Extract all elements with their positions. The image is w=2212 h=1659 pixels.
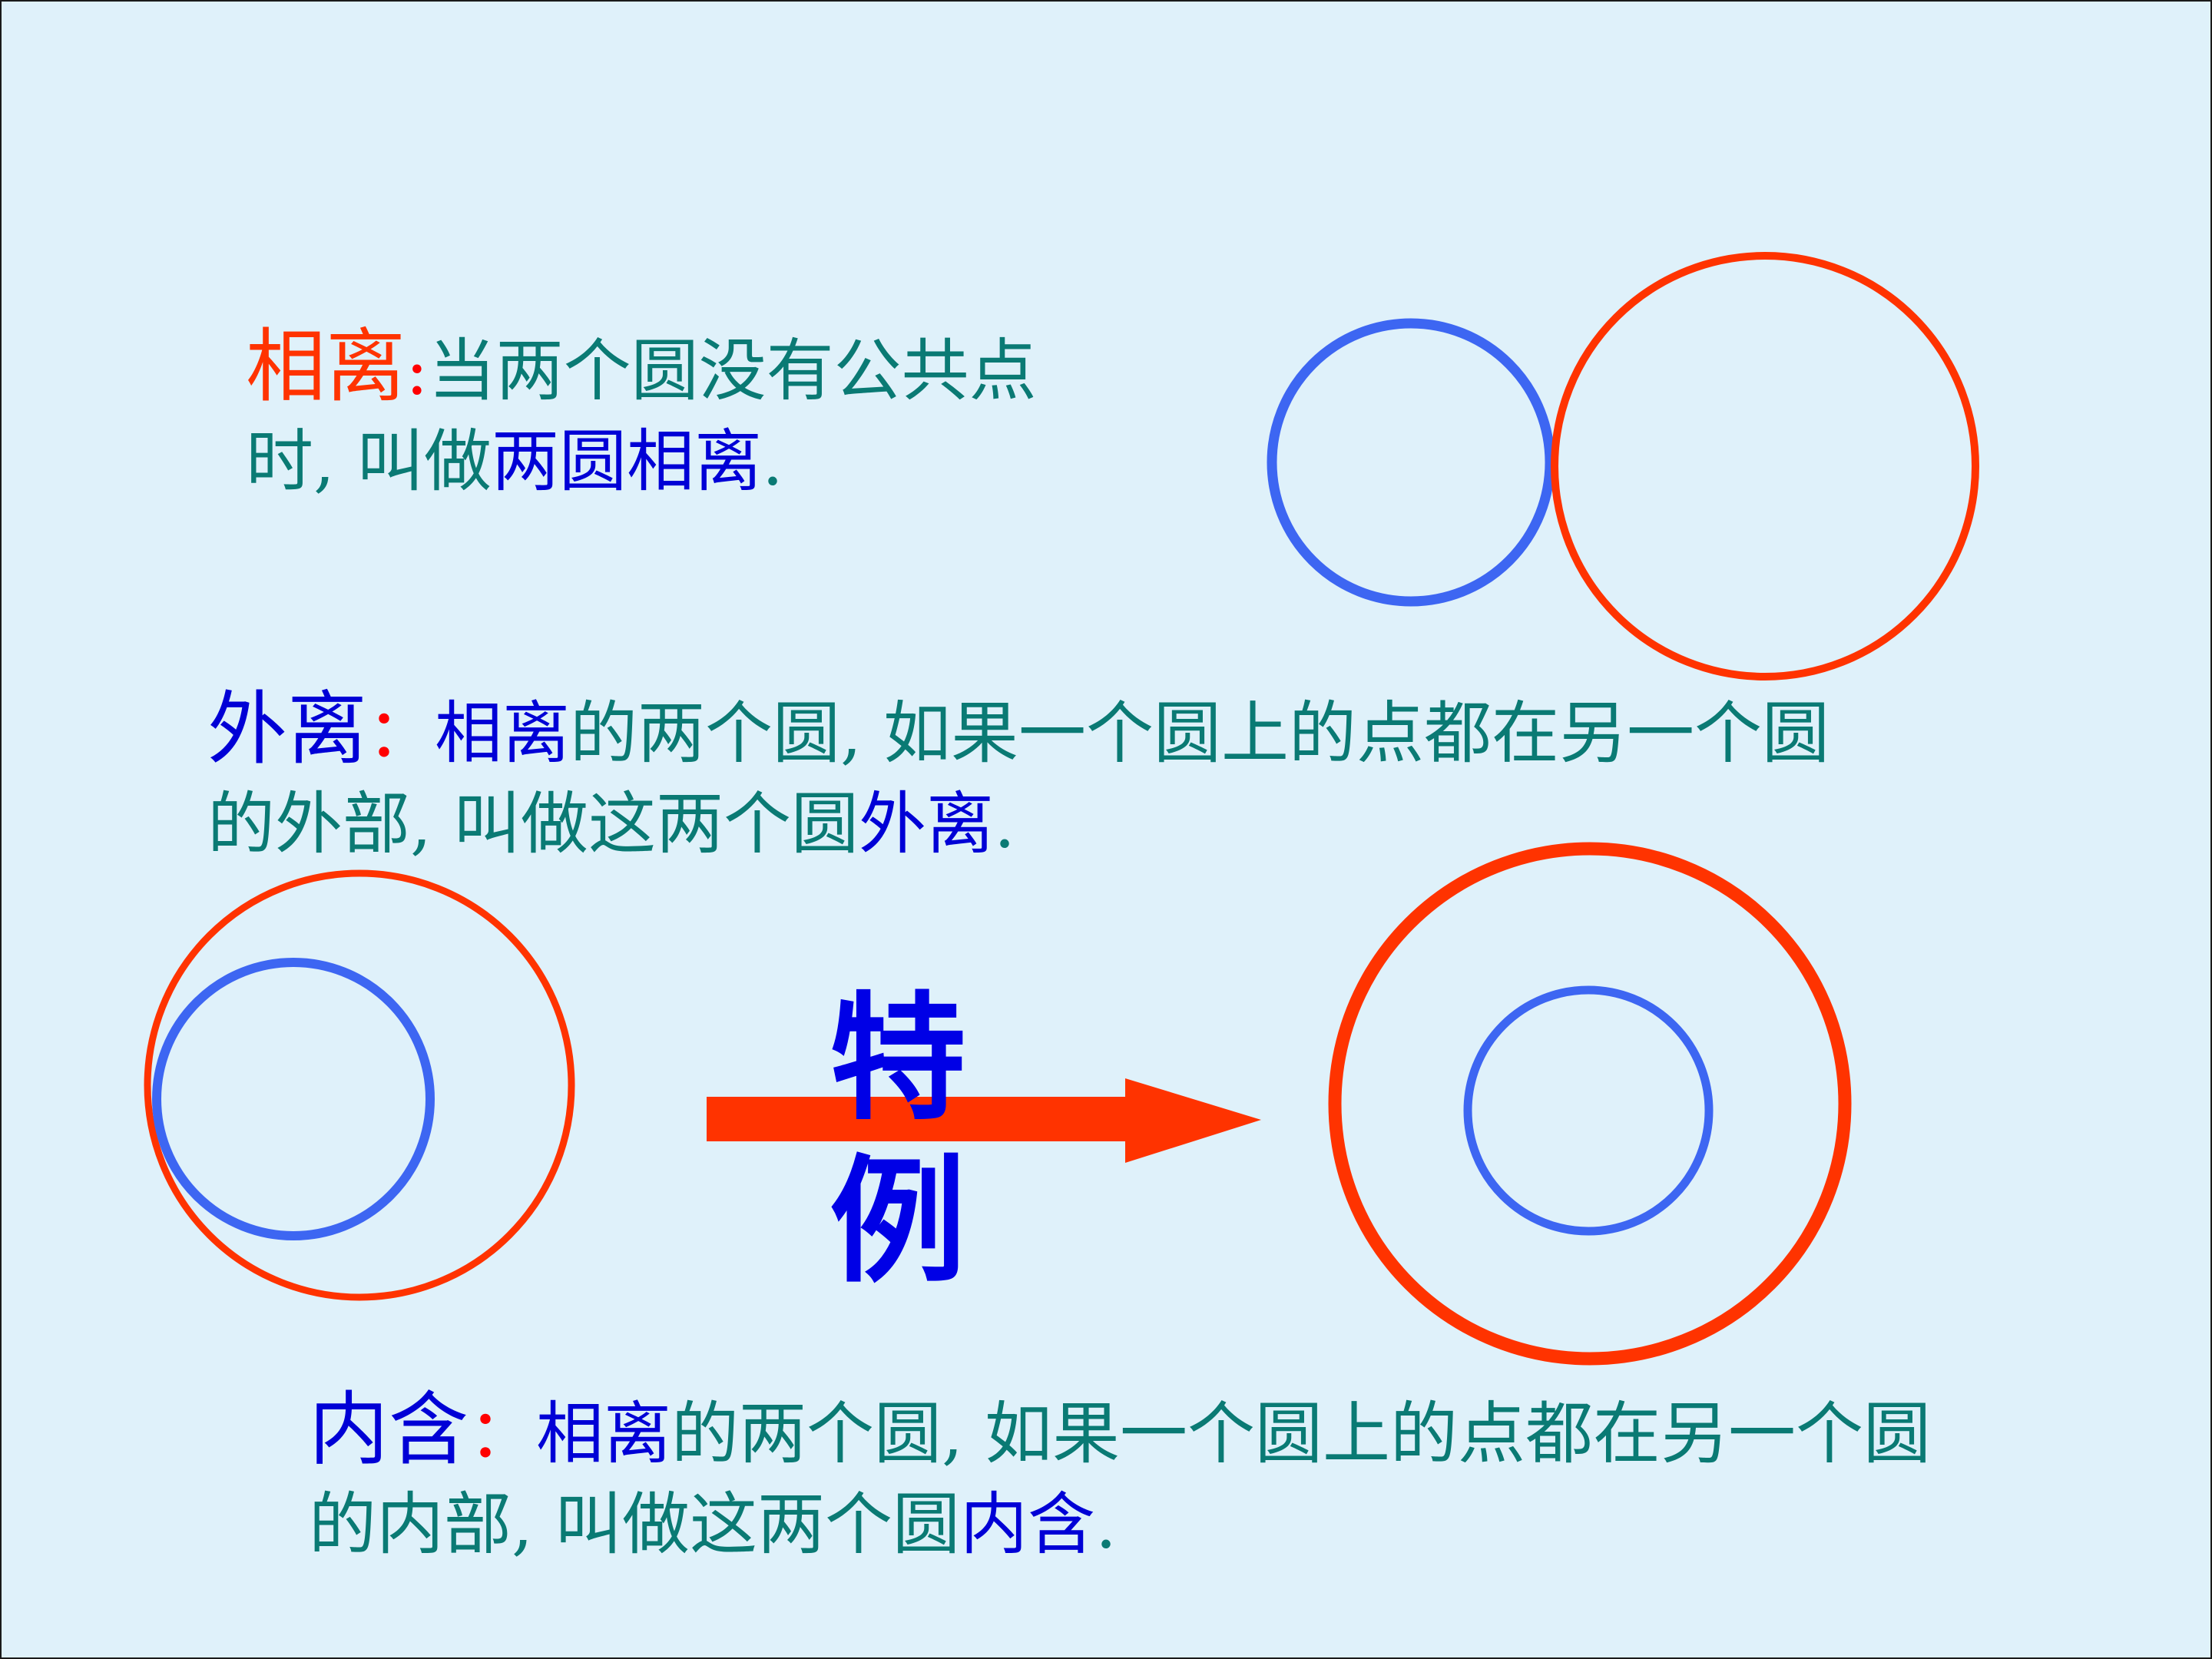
- definition-waili-line2: 的外部, 叫做这两个圆外离.: [207, 779, 1830, 869]
- definition-text: 的外部, 叫做这两个圆: [207, 784, 859, 863]
- definition-waili-line1: 外离：相离的两个圆, 如果一个圆上的点都在另一个圆: [207, 684, 1830, 779]
- concentric-inner-circle: [1463, 985, 1714, 1236]
- term-colon: ：: [469, 1394, 537, 1473]
- external-small-circle: [1267, 318, 1555, 607]
- definition-xiangli: 相离:当两个圆没有公共点 时, 叫做两圆相离.: [246, 321, 1037, 507]
- definition-neihan-line1: 内含：相离的两个圆, 如果一个圆上的点都在另一个圆: [309, 1384, 1931, 1479]
- special-case-arrow: [707, 1078, 1261, 1163]
- containing-outer-circle: [144, 869, 575, 1301]
- contained-inner-circle: [152, 958, 435, 1240]
- special-case-label: 特例: [830, 978, 966, 1301]
- highlighted-term: 相离: [536, 1394, 672, 1473]
- definition-xiangli-line2: 时, 叫做两圆相离.: [246, 416, 1037, 507]
- term-waili: 外离: [207, 682, 368, 776]
- external-large-circle: [1551, 252, 1979, 680]
- term-colon: ：: [367, 694, 435, 773]
- definition-period: .: [761, 422, 783, 501]
- highlighted-term: 两圆相离: [491, 422, 762, 501]
- term-colon: :: [406, 331, 429, 410]
- definition-waili: 外离：相离的两个圆, 如果一个圆上的点都在另一个圆 的外部, 叫做这两个圆外离.: [207, 684, 1830, 869]
- term-xiangli: 相离: [246, 320, 406, 413]
- definition-xiangli-line1: 相离:当两个圆没有公共点: [246, 321, 1037, 416]
- definition-text: 的两个圆, 如果一个圆上的点都在另一个圆: [570, 694, 1830, 773]
- definition-text: 的两个圆, 如果一个圆上的点都在另一个圆: [671, 1394, 1931, 1473]
- definition-text: 当两个圆没有公共点: [428, 331, 1037, 410]
- term-neihan: 内含: [309, 1382, 469, 1476]
- concentric-outer-circle: [1328, 842, 1852, 1366]
- definition-text: 时, 叫做: [246, 422, 492, 501]
- definition-period: .: [1094, 1485, 1117, 1564]
- definition-neihan-line2: 的内部, 叫做这两个圆内含.: [309, 1479, 1931, 1570]
- definition-text: 的内部, 叫做这两个圆: [309, 1485, 960, 1564]
- highlighted-term: 外离: [858, 784, 994, 863]
- definition-period: .: [993, 784, 1015, 863]
- definition-neihan: 内含：相离的两个圆, 如果一个圆上的点都在另一个圆 的内部, 叫做这两个圆内含.: [309, 1384, 1931, 1570]
- highlighted-term: 相离: [435, 694, 571, 773]
- highlighted-term: 内含: [959, 1485, 1095, 1564]
